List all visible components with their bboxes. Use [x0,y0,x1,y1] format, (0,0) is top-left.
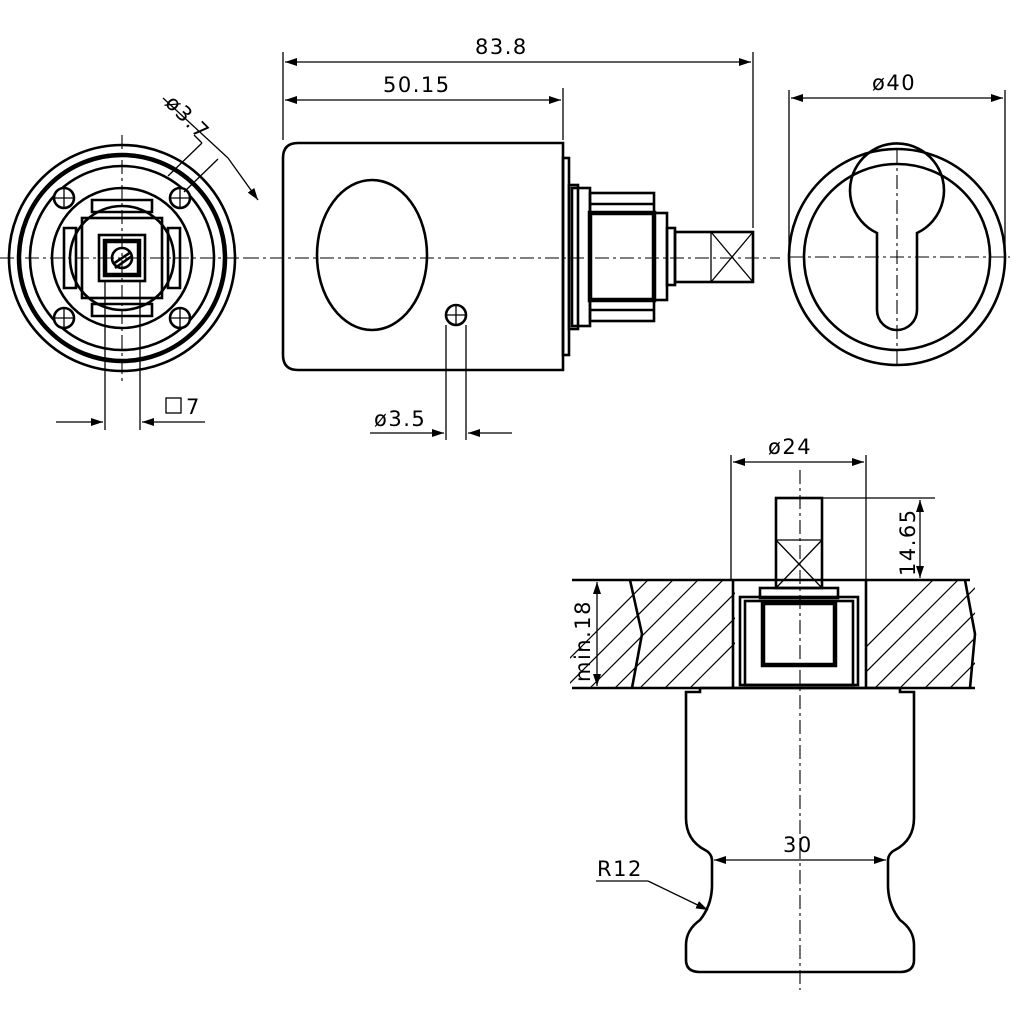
radius-label: R12 [597,857,643,881]
dimension-collar-diameter: ø24 [730,435,867,580]
hole-diameter-label: ø3.7 [160,91,214,145]
mounted-view [570,470,977,990]
dimension-outer-diameter: ø40 [788,71,1006,257]
spindle-projection-label: 14.65 [896,508,920,576]
panel-hatch-right [865,580,975,688]
panel-hatch-left [570,580,735,688]
dimension-body-length: 50.15 [285,73,564,140]
dimension-overall-length: 83.8 [282,35,754,228]
dimension-pin-diameter: ø3.5 [370,325,512,440]
min-thickness-label: min.18 [571,600,595,682]
collar-diameter-label: ø24 [768,435,812,459]
dimension-spindle-projection: 14.65 [822,497,935,578]
square-drive-label: 7 [186,395,201,419]
waist-width-label: 30 [783,833,813,857]
outer-diameter-label: ø40 [872,71,916,95]
dimension-min-thickness: min.18 [571,582,601,686]
pin-diameter-label: ø3.5 [374,407,426,431]
dimension-waist-width: 30 [714,833,886,864]
dimension-radius: R12 [596,857,709,911]
front-view [0,135,245,385]
body-length-label: 50.15 [383,73,451,97]
side-view [245,141,780,372]
rear-view [787,142,1010,367]
overall-length-label: 83.8 [475,35,528,59]
dimension-square-drive: 7 [56,281,205,430]
